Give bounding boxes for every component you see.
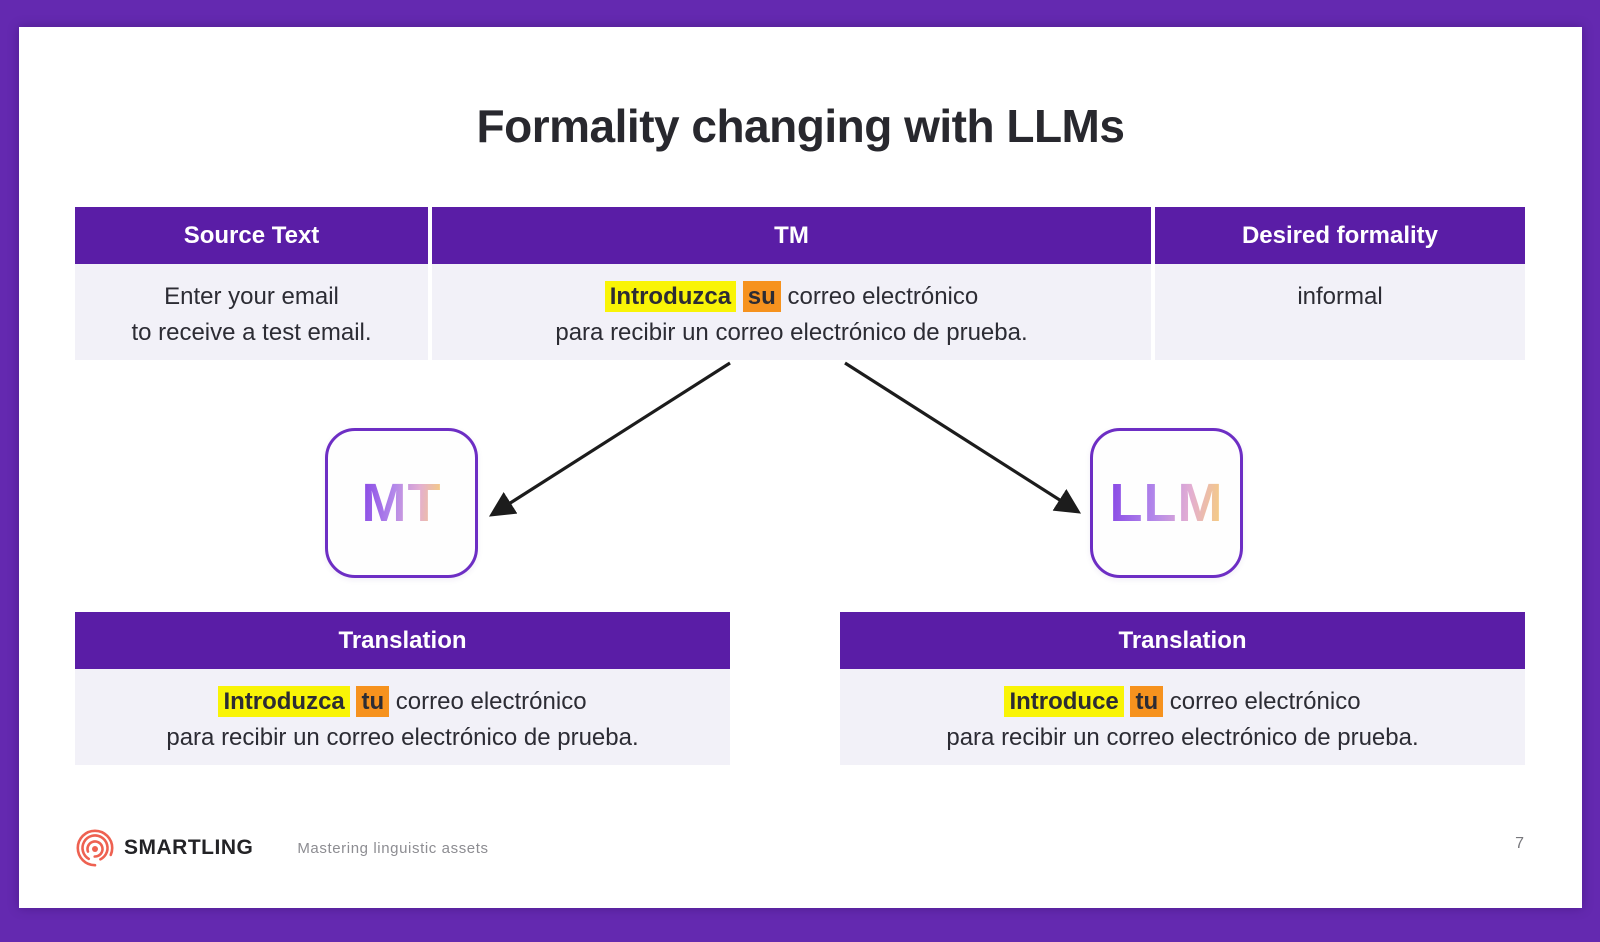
source-text-line2: to receive a test email. [131, 319, 372, 346]
column-desired-formality: Desired formality informal [1155, 207, 1525, 360]
arrow-to-mt [488, 361, 731, 517]
llm-translation-header: Translation [840, 612, 1525, 669]
tm-highlight-yellow: Introduzca [604, 281, 737, 312]
cell-tm: Introduzca su correo electrónico para re… [432, 264, 1151, 360]
arrow-to-llm [844, 361, 1082, 514]
header-desired-formality: Desired formality [1155, 207, 1525, 264]
header-source-text: Source Text [75, 207, 428, 264]
llm-highlight-orange: tu [1130, 686, 1164, 717]
tm-line1-rest: correo electrónico [787, 283, 979, 310]
llm-highlight-yellow: Introduce [1004, 686, 1124, 717]
header-tm: TM [432, 207, 1151, 264]
mt-translation-line2: para recibir un correo electrónico de pr… [166, 724, 639, 751]
slide: Formality changing with LLMs Source Text… [19, 27, 1582, 908]
column-tm: TM Introduzca su correo electrónico para… [432, 207, 1151, 360]
llm-translation-line1-rest: correo electrónico [1169, 688, 1361, 715]
cell-desired-formality: informal [1155, 264, 1525, 360]
mt-node: MT [325, 428, 478, 578]
cell-source-text: Enter your email to receive a test email… [75, 264, 428, 360]
brand-name: SMARTLING [124, 836, 254, 859]
mt-translation-cell: Introduzca tu correo electrónico para re… [75, 669, 730, 765]
source-tm-table: Source Text Enter your email to receive … [75, 207, 1525, 360]
llm-translation-cell: Introduce tu correo electrónico para rec… [840, 669, 1525, 765]
smartling-logo-icon [76, 829, 114, 867]
footer: SMARTLING Mastering linguistic assets [75, 825, 489, 871]
mt-translation-header: Translation [75, 612, 730, 669]
llm-translation-line1: Introduce tu correo electrónico [840, 684, 1525, 720]
column-source-text: Source Text Enter your email to receive … [75, 207, 428, 360]
mt-translation-line1: Introduzca tu correo electrónico [75, 684, 730, 720]
source-text-line1: Enter your email [164, 283, 339, 310]
llm-node: LLM [1090, 428, 1243, 578]
llm-label: LLM [1109, 473, 1224, 533]
tm-line1: Introduzca su correo electrónico [432, 279, 1151, 315]
page-number: 7 [1515, 835, 1524, 852]
slide-title: Formality changing with LLMs [476, 100, 1125, 152]
mt-label: MT [361, 473, 442, 533]
mt-highlight-yellow: Introduzca [218, 686, 350, 717]
footer-tagline: Mastering linguistic assets [297, 839, 489, 857]
mt-highlight-orange: tu [356, 686, 390, 717]
tm-highlight-orange: su [742, 281, 781, 312]
mt-translation-table: Translation Introduzca tu correo electró… [75, 612, 730, 765]
flow-arrows [488, 361, 1082, 517]
llm-translation-table: Translation Introduce tu correo electrón… [840, 612, 1525, 765]
mt-translation-line1-rest: correo electrónico [395, 688, 587, 715]
llm-translation-line2: para recibir un correo electrónico de pr… [946, 724, 1419, 751]
tm-line2: para recibir un correo electrónico de pr… [555, 319, 1028, 346]
